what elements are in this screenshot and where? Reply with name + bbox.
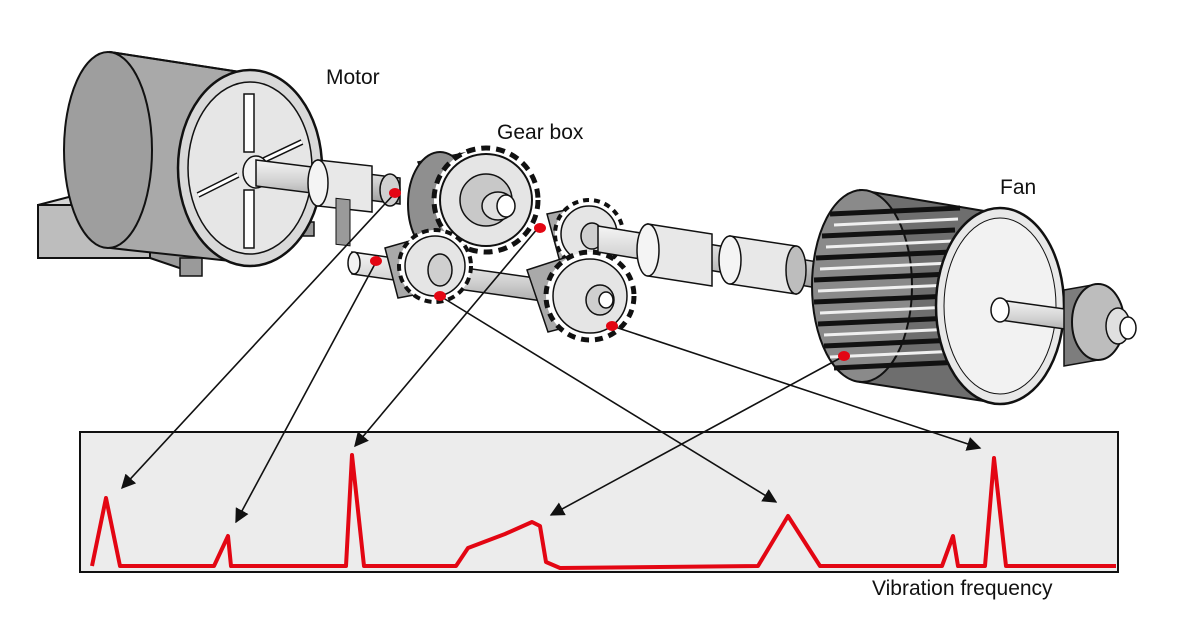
- gearbox-label: Gear box: [497, 121, 584, 144]
- fan-shaft: [597, 223, 831, 295]
- vibration-spectrum-line: [90, 453, 1116, 570]
- sensor-dot-icon: [370, 256, 382, 266]
- arrow-gear-lower: [439, 295, 778, 503]
- sensor-dot-icon: [434, 291, 446, 301]
- sensor-dot-icon: [838, 351, 850, 361]
- motor-label: Motor: [326, 66, 380, 89]
- sensor-dot-icon: [534, 223, 546, 233]
- axis-label: Vibration frequency: [872, 577, 1053, 600]
- arrow-gear-input: [235, 261, 377, 524]
- arrow-gear-mesh: [354, 227, 539, 448]
- arrow-motor-shaft: [121, 192, 396, 490]
- sensor-points: [370, 188, 850, 361]
- arrow-fan-blade: [549, 355, 845, 516]
- gearbox: [347, 145, 637, 343]
- spectrum-panel: [79, 431, 1119, 573]
- fan: [811, 188, 1137, 406]
- arrow-gear-output: [611, 325, 982, 451]
- motor: [37, 50, 324, 277]
- sensor-dot-icon: [389, 188, 401, 198]
- sensor-dot-icon: [606, 321, 618, 331]
- motor-shaft: [255, 159, 401, 247]
- fan-label: Fan: [1000, 176, 1037, 199]
- arrows: [121, 192, 982, 524]
